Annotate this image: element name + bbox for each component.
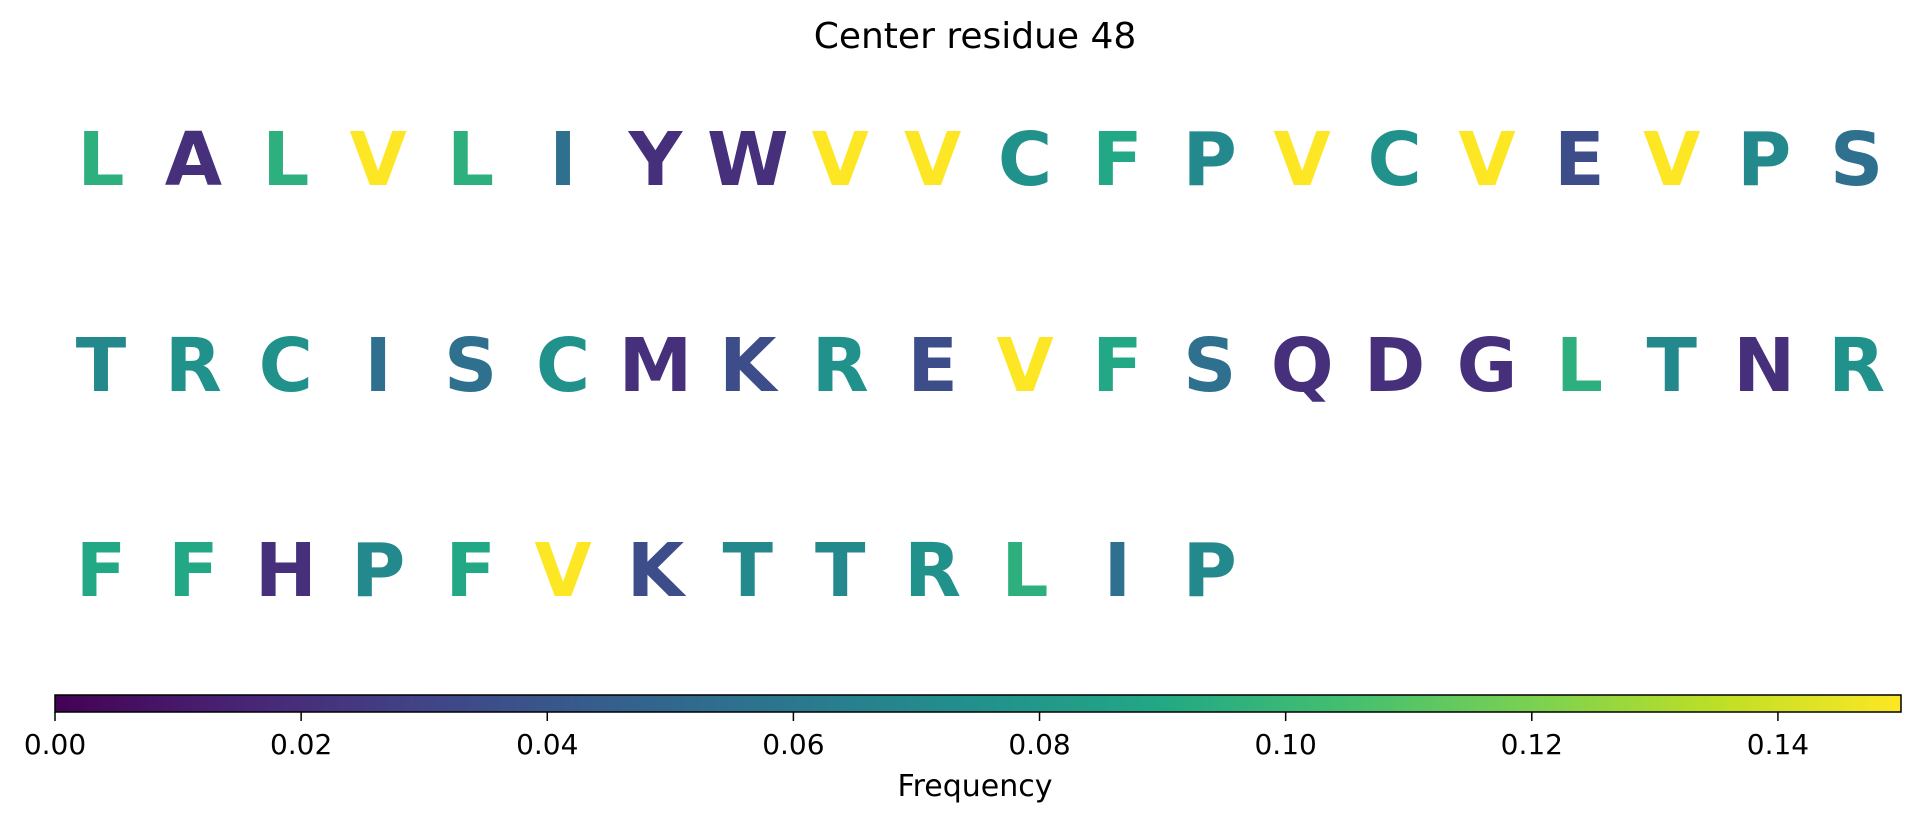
colorbar-tick-label: 0.12 <box>1501 728 1563 761</box>
residue-letter: G <box>1457 323 1518 409</box>
residue-letter: D <box>1364 323 1425 409</box>
residue-letter: N <box>1733 323 1795 409</box>
residue-letter: A <box>165 117 222 203</box>
residue-letter: R <box>1828 323 1885 409</box>
residue-letter: F <box>1092 117 1143 203</box>
residue-letter: L <box>77 117 124 203</box>
chart-title: Center residue 48 <box>814 16 1137 57</box>
residue-letter: V <box>534 528 591 614</box>
colorbar-tick-label: 0.08 <box>1008 728 1070 761</box>
residue-letter: T <box>1647 323 1698 409</box>
residue-letter: M <box>619 323 693 409</box>
colorbar-tick-label: 0.06 <box>762 728 824 761</box>
residue-letter: E <box>1554 117 1605 203</box>
residue-letter: L <box>262 117 309 203</box>
residue-letter: R <box>812 323 869 409</box>
residue-letter: V <box>1274 117 1331 203</box>
residue-letter: L <box>1556 323 1603 409</box>
colorbar-tick-label: 0.02 <box>270 728 332 761</box>
residue-letter: F <box>1092 323 1143 409</box>
residue-letter: V <box>350 117 407 203</box>
residue-letter: V <box>1643 117 1700 203</box>
residue-letter: R <box>904 528 961 614</box>
residue-letter: I <box>364 323 392 409</box>
residue-letter: Q <box>1271 323 1334 409</box>
residue-letter: Y <box>628 117 684 203</box>
residue-letter: P <box>1183 528 1237 614</box>
residue-letter: K <box>627 528 687 614</box>
residue-letter: P <box>1183 117 1237 203</box>
residue-letter: L <box>1001 528 1048 614</box>
colorbar-tick-label: 0.04 <box>516 728 578 761</box>
residue-letter: F <box>168 528 219 614</box>
residue-letter: C <box>259 323 313 409</box>
residue-letter: S <box>444 323 497 409</box>
residue-letter: L <box>447 117 494 203</box>
residue-letter: V <box>812 117 869 203</box>
residue-letter: H <box>255 528 317 614</box>
colorbar-gradient <box>54 694 1902 713</box>
residue-letter: I <box>1104 528 1132 614</box>
residue-letter: T <box>815 528 866 614</box>
residue-letter: F <box>76 528 127 614</box>
colorbar-label: Frequency <box>898 769 1053 804</box>
residue-letter: R <box>165 323 222 409</box>
residue-letter: K <box>719 323 779 409</box>
residue-letter: I <box>549 117 577 203</box>
residue-letter: T <box>76 323 127 409</box>
residue-letter: C <box>536 323 590 409</box>
residue-letter: P <box>351 528 405 614</box>
colorbar: 0.00 0.02 0.04 0.06 0.08 0.10 0.12 0.14 <box>24 694 1902 761</box>
residue-letter: F <box>445 528 496 614</box>
residue-letter: T <box>723 528 774 614</box>
residue-letter: P <box>1737 117 1791 203</box>
colorbar-tick-label: 0.10 <box>1254 728 1316 761</box>
colorbar-tick-label: 0.00 <box>24 728 86 761</box>
residue-letter: C <box>998 117 1052 203</box>
residue-letter: S <box>1830 117 1883 203</box>
residue-letter: W <box>707 117 789 203</box>
colorbar-tick-label: 0.14 <box>1747 728 1809 761</box>
residue-letter: S <box>1183 323 1236 409</box>
residue-letter: C <box>1367 117 1421 203</box>
residue-letter: V <box>1458 117 1515 203</box>
residue-letter: E <box>907 323 958 409</box>
residue-letter: V <box>996 323 1053 409</box>
residue-letter: V <box>904 117 961 203</box>
